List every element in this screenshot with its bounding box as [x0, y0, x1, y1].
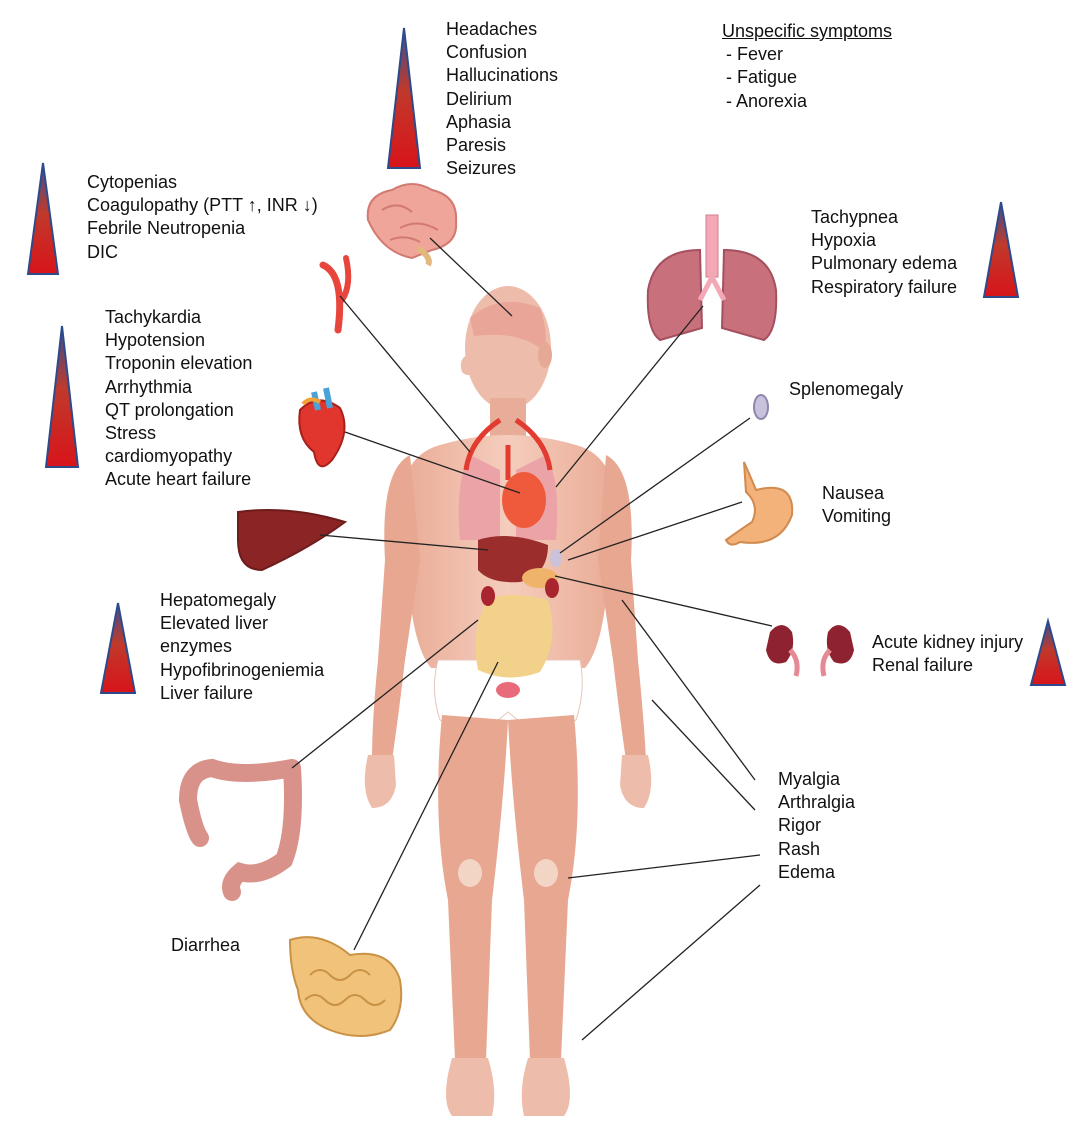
symptom-label: Hallucinations: [446, 65, 559, 86]
symptom-label: Edema: [778, 861, 836, 882]
brain-illustration: [366, 183, 458, 267]
symptom-label: Hepatomegaly: [160, 590, 277, 610]
symptom-label: Paresis: [446, 135, 507, 156]
symptom-label: Troponin elevation: [105, 353, 253, 374]
gastric-symptoms-block: Nausea Vomiting: [822, 482, 891, 528]
symptom-label: Cytopenias: [87, 172, 178, 192]
hepatic-symptoms-block: Hepatomegaly Elevated liver enzymes Hypo…: [160, 589, 324, 705]
stomach-illustration: [724, 461, 794, 546]
severity-triangle-hematologic: [26, 162, 60, 275]
symptom-label: Confusion: [446, 42, 528, 63]
symptom-label: Rigor: [778, 815, 822, 836]
severity-triangle-pulmonary: [982, 201, 1020, 298]
severity-triangle-renal: [1029, 617, 1067, 686]
symptom-label: Seizures: [446, 158, 517, 179]
symptom-label: Hypoxia: [811, 230, 877, 251]
artery-illustration: [319, 255, 352, 334]
pulmonary-symptoms-block: Tachypnea Hypoxia Pulmonary edema Respir…: [811, 206, 957, 299]
small-intestine-illustration: [288, 936, 403, 1037]
symptom-label: Renal failure: [872, 655, 974, 676]
hematologic-symptoms-block: Cytopenias Coagulopathy (PTT ↑, INR ↓) F…: [87, 171, 318, 264]
symptom-label: Diarrhea: [171, 935, 241, 955]
neuro-symptoms-block: Headaches Confusion Hallucinations Delir…: [446, 18, 558, 180]
symptom-label: Febrile Neutropenia: [87, 218, 246, 239]
symptom-label: Stress: [105, 423, 157, 444]
symptom-label: cardiomyopathy: [105, 446, 233, 467]
renal-symptoms-block: Acute kidney injury Renal failure: [872, 631, 1023, 677]
symptom-label: Myalgia: [778, 769, 841, 789]
spleen-symptoms-block: Splenomegaly: [789, 378, 903, 401]
colon-illustration: [178, 758, 302, 901]
symptom-label: Coagulopathy (PTT ↑, INR ↓): [87, 195, 318, 216]
unspecific-item: - Fever: [726, 44, 784, 65]
unspecific-symptoms-block: Unspecific symptoms - Fever - Fatigue - …: [722, 20, 892, 113]
symptom-label: Pulmonary edema: [811, 253, 958, 274]
symptom-label: Hypofibrinogeniemia: [160, 659, 325, 680]
musculoskeletal-symptoms-block: Myalgia Arthralgia Rigor Rash Edema: [778, 768, 855, 884]
symptom-label: Respiratory failure: [811, 276, 958, 297]
unspecific-item: - Fatigue: [726, 67, 798, 88]
heart-illustration: [298, 387, 346, 468]
symptom-label: Vomiting: [822, 506, 892, 527]
severity-triangle-neuro: [386, 27, 422, 169]
kidneys-illustration: [766, 625, 854, 677]
symptom-label: Arrhythmia: [105, 376, 193, 397]
symptom-label: Delirium: [446, 88, 513, 109]
cardiac-symptoms-block: Tachykardia Hypotension Troponin elevati…: [105, 306, 252, 492]
symptom-label: Acute heart failure: [105, 469, 252, 490]
symptom-label: Liver failure: [160, 682, 254, 703]
symptom-label: enzymes: [160, 636, 233, 657]
human-body: [364, 286, 652, 1116]
symptom-label: Tachypnea: [811, 207, 899, 227]
connector-lines: [291, 237, 773, 1041]
symptom-label: Nausea: [822, 483, 885, 503]
symptom-label: Elevated liver: [160, 613, 269, 634]
symptom-label: Tachykardia: [105, 307, 202, 327]
symptom-label: DIC: [87, 241, 118, 262]
symptom-label: Arthralgia: [778, 792, 856, 813]
symptom-label: QT prolongation: [105, 399, 234, 420]
symptom-label: Acute kidney injury: [872, 632, 1024, 652]
symptom-label: Splenomegaly: [789, 379, 904, 399]
unspecific-item: - Anorexia: [726, 90, 808, 111]
lungs-illustration: [646, 214, 778, 342]
symptom-label: Headaches: [446, 19, 538, 39]
liver-illustration: [237, 508, 348, 572]
intestinal-symptoms-block: Diarrhea: [171, 934, 240, 957]
spleen-illustration: [753, 394, 769, 420]
symptom-label: Rash: [778, 838, 821, 859]
severity-triangle-hepatic: [99, 602, 137, 694]
symptom-label: Aphasia: [446, 111, 512, 132]
symptom-label: Hypotension: [105, 330, 206, 351]
unspecific-symptoms-title: Unspecific symptoms: [722, 21, 893, 41]
severity-triangle-cardiac: [44, 325, 80, 468]
